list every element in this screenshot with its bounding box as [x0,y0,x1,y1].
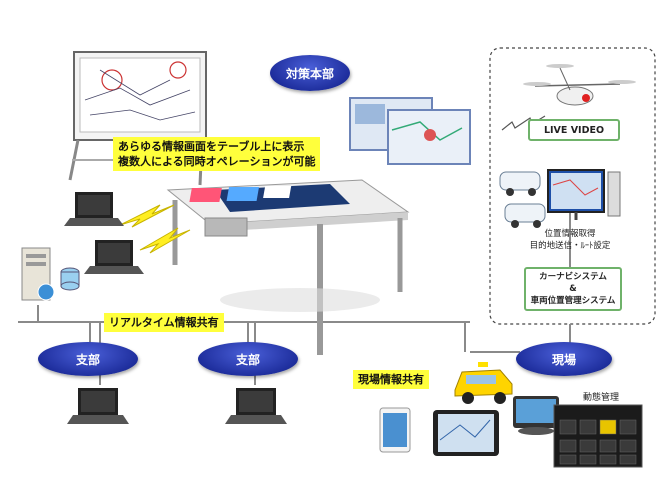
live-video-box: LIVE VIDEO [528,119,620,141]
carnav-line1: カーナビシステム [539,271,607,283]
table-caption-line1: あらゆる情報画面をテーブル上に表示 [118,139,315,154]
hq-label: 対策本部 [286,65,334,82]
carnav-line2: & [569,283,576,295]
tablet-icon [380,408,410,452]
location-text: 位置情報取得 目的地送信・ﾙｰﾄ設定 [510,228,630,252]
taxi-icon [455,362,512,404]
field-sharing-label: 現場情報共有 [353,370,429,389]
monitor-map-icon [548,170,620,220]
car-navigation-icon [513,396,559,435]
carnav-box: カーナビシステム & 車両位置管理システム [524,267,622,311]
van-icon [500,172,540,196]
branch-node-right: 支部 [198,342,298,376]
laptop-icon [67,388,129,424]
branch-node-left: 支部 [38,342,138,376]
hq-screen-thumbnails [350,98,470,164]
hq-node: 対策本部 [270,55,350,91]
field-label: 現場 [552,351,576,368]
dispatch-label: 動態管理 [576,392,626,404]
laptop-icon [64,192,124,226]
laptop-icon [225,388,287,424]
dispatch-terminal-icon [554,405,642,467]
table-caption-line2: 複数人による同時オペレーションが可能 [118,154,315,169]
carnav-line3: 車両位置管理システム [531,295,616,307]
branch-right-label: 支部 [236,351,260,368]
live-video-label: LIVE VIDEO [544,125,604,136]
location-line1: 位置情報取得 [510,228,630,240]
van-icon [505,204,545,228]
branch-left-label: 支部 [76,351,100,368]
table-caption: あらゆる情報画面をテーブル上に表示 複数人による同時オペレーションが可能 [113,137,320,171]
location-line2: 目的地送信・ﾙｰﾄ設定 [510,240,630,252]
tablet-icon [433,410,499,456]
laptop-icon [84,240,144,274]
server-icon [22,248,79,300]
realtime-sharing-label: リアルタイム情報共有 [104,313,224,332]
field-node: 現場 [516,342,612,376]
drone-icon [523,64,636,105]
